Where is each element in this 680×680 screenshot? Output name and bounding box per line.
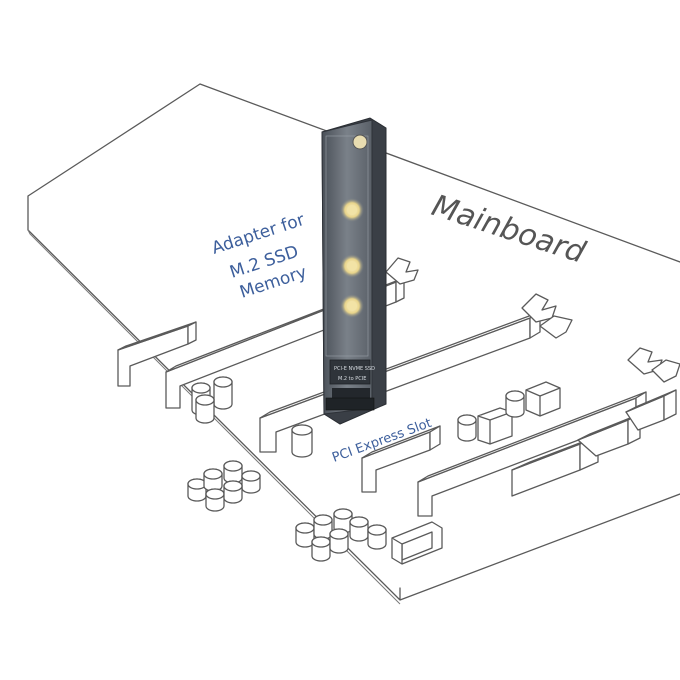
m2-adapter-card: PCI-E NVME SSD M.2 to PCIE bbox=[321, 117, 387, 425]
pcie-x1-slot-left bbox=[117, 321, 197, 387]
pcie-x16-slot-3 bbox=[417, 347, 680, 517]
adapter-label: Adapter for M.2 SSD Memory bbox=[209, 210, 309, 303]
pcie-x1-slot-middle bbox=[361, 425, 441, 493]
capacitor-cluster-upper bbox=[191, 376, 233, 424]
mainboard-text: Mainboard bbox=[428, 188, 591, 271]
mainboard-outline bbox=[27, 83, 680, 601]
capacitor-cluster-bottom bbox=[295, 508, 387, 562]
chip-cluster-right bbox=[457, 381, 561, 445]
power-connector bbox=[511, 389, 677, 497]
small-connector bbox=[391, 521, 443, 565]
capacitor-cluster-left bbox=[187, 460, 261, 512]
mainboard-label: Mainboard bbox=[428, 188, 591, 271]
mainboard-edge bbox=[27, 229, 401, 605]
card-text-1: PCI-E NVME SSD bbox=[334, 366, 375, 372]
card-text-2: M.2 to PCIE bbox=[338, 376, 366, 382]
capacitor-cluster-middle bbox=[291, 424, 313, 458]
